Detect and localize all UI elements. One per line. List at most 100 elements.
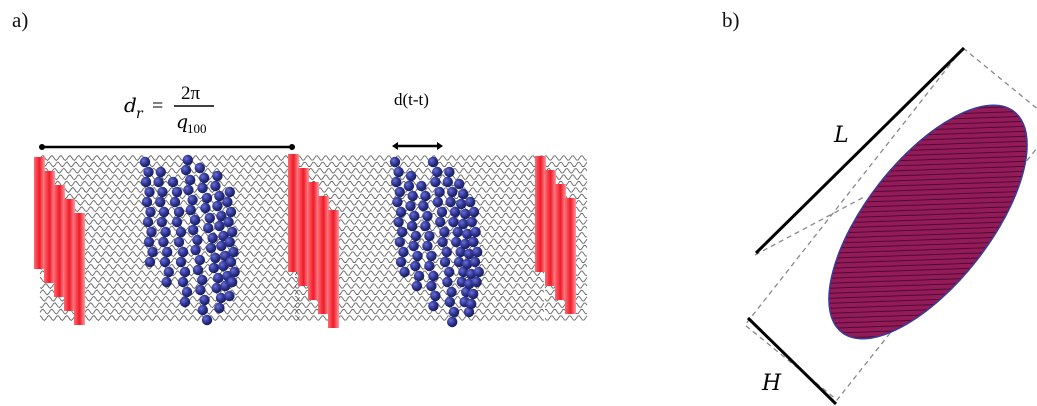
box-divider: [754, 195, 867, 256]
side-chain-bead: [179, 266, 191, 278]
side-chain-bead: [203, 222, 214, 234]
alkyl-chain: [294, 168, 545, 174]
dr-equation: d r = 2π q 100: [124, 83, 214, 136]
side-chain-bead: [143, 236, 155, 248]
side-chain-bead: [188, 224, 199, 236]
side-chain-bead: [441, 246, 452, 258]
side-chain-bead: [190, 244, 201, 256]
equals-sign: =: [152, 95, 163, 117]
side-chain-bead: [439, 226, 450, 238]
backbone-plane: [545, 170, 556, 286]
side-chain-bead: [472, 246, 483, 258]
side-chain-bead: [391, 176, 402, 188]
side-chain-bead: [407, 190, 418, 202]
side-chain-bead: [162, 246, 173, 258]
side-chain-bead: [201, 314, 213, 326]
side-chain-bead: [187, 194, 198, 206]
alkyl-chain: [39, 193, 300, 200]
side-chain-bead: [458, 218, 469, 230]
side-chain-bead: [214, 190, 225, 202]
side-chain-bead: [427, 156, 439, 168]
side-chain-bead: [426, 280, 437, 292]
side-chain-bead: [197, 182, 208, 194]
side-chain-bead: [456, 198, 467, 210]
side-chain-bead: [228, 246, 239, 258]
alkyl-chain: [39, 167, 300, 174]
side-chain-bead: [199, 172, 210, 184]
side-chain-bead: [410, 260, 421, 272]
side-chain-bead: [409, 210, 420, 222]
side-chain-bead: [442, 276, 453, 288]
numerator: 2π: [181, 83, 201, 104]
side-chain-bead: [153, 176, 164, 188]
side-chain-bead: [142, 216, 154, 228]
side-chain-bead: [222, 196, 233, 208]
backbone-plane: [288, 154, 299, 272]
alkyl-chain: [294, 155, 545, 161]
side-chain-bead: [432, 196, 443, 208]
side-chain-bead: [192, 234, 203, 246]
side-chain-bead: [182, 154, 193, 166]
side-chain-bead: [412, 250, 423, 262]
side-chain-bead: [158, 206, 170, 218]
side-chain-bead: [449, 206, 461, 218]
side-chain-bead: [210, 252, 221, 264]
side-chain-bead: [413, 270, 425, 282]
alkyl-chain: [294, 193, 545, 199]
side-chain-bead: [464, 248, 475, 260]
tt-dimension-bar: [392, 142, 443, 150]
side-chain-bead: [169, 196, 181, 208]
alkyl-chain: [39, 155, 300, 161]
side-chain-bead: [471, 276, 482, 288]
side-chain-bead: [145, 206, 156, 218]
side-chain-bead: [211, 282, 222, 294]
dr-symbol: d: [124, 93, 137, 117]
side-chain-bead: [205, 242, 217, 254]
side-chain-bead: [158, 236, 169, 248]
side-chain-bead: [163, 266, 174, 278]
side-chain-bead: [420, 190, 431, 202]
side-chain-bead: [227, 276, 238, 288]
side-chain-bead: [204, 212, 215, 224]
side-chain-bead: [466, 298, 477, 310]
side-chain-bead: [181, 286, 193, 298]
alkyl-chain: [39, 199, 300, 206]
side-chain-bead: [161, 276, 172, 288]
side-chain-bead: [394, 186, 405, 198]
side-chain-bead: [455, 246, 466, 258]
panel-a-label: a): [12, 8, 29, 32]
side-chain-bead: [167, 176, 179, 188]
side-chain-bead: [139, 156, 151, 168]
side-chain-bead: [194, 162, 205, 174]
side-chain-bead: [398, 246, 409, 258]
alkyl-chain: [544, 315, 588, 321]
dr-subscript: r: [136, 106, 144, 122]
side-chain-bead: [223, 216, 234, 228]
backbone-planes: [34, 154, 576, 328]
side-chain-bead: [224, 186, 235, 198]
side-chain-bead: [201, 192, 213, 204]
side-chain-bead: [213, 272, 224, 284]
side-chain-bead: [160, 226, 171, 238]
side-chain-bead: [465, 196, 476, 208]
alkyl-chain: [39, 206, 300, 213]
side-chain-bead: [444, 166, 455, 178]
side-chain-bead: [447, 316, 458, 328]
side-chain-bead: [212, 170, 223, 182]
side-chain-bead: [393, 166, 404, 178]
side-chain-bead: [147, 246, 158, 258]
side-chain-bead: [395, 256, 407, 268]
side-chain-bead: [458, 188, 469, 200]
side-chain-bead: [422, 240, 433, 252]
side-chain-bead: [214, 220, 225, 232]
side-chain-bead: [420, 220, 431, 232]
side-chain-bead: [392, 196, 403, 208]
denominator-subscript: 100: [187, 121, 207, 136]
side-chain-bead: [225, 256, 237, 268]
side-chain-bead: [460, 208, 471, 220]
height-label: H: [761, 371, 782, 396]
side-chain-bead: [143, 166, 154, 178]
side-chain-bead: [462, 258, 473, 270]
backbone-plane: [555, 184, 566, 300]
ellipse-geometry-diagram: L H: [744, 46, 1037, 406]
